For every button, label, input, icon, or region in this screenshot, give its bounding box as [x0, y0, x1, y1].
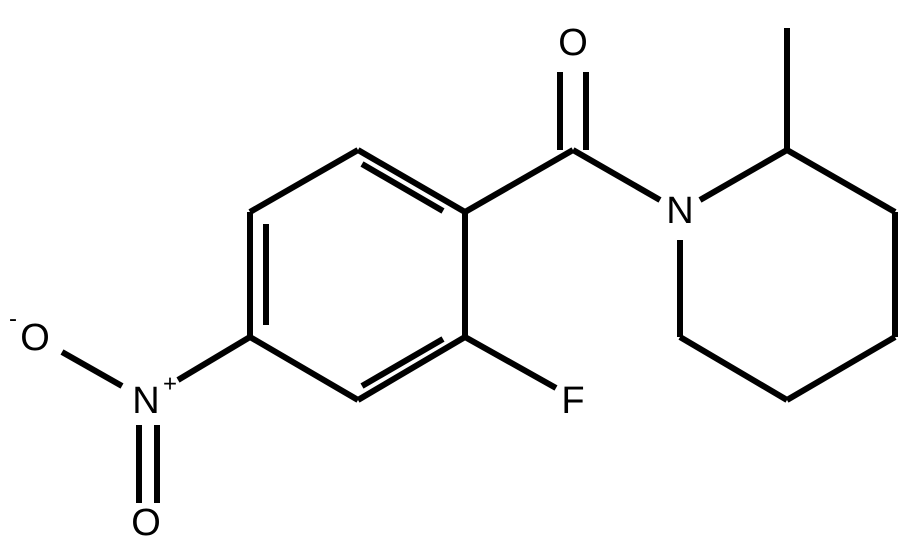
- bond-carbonyl-to-ring: [463, 147, 575, 215]
- bond-ring-inner-1: [360, 161, 445, 214]
- atom-label-ring-nitrogen: N: [666, 190, 693, 232]
- bond-pip-c4-c5: [785, 334, 897, 403]
- bond-pip-c2-c3: [785, 147, 897, 215]
- bond-carbonyl-to-n: [571, 147, 662, 203]
- atom-label-nitro-oxygen-bottom: O: [131, 502, 161, 544]
- charge-label-nitro-plus: +: [163, 370, 177, 397]
- bond-c-f: [463, 334, 558, 391]
- bond-pip-c5-c6: [678, 334, 789, 403]
- bond-ring-4: [248, 334, 360, 403]
- atom-label-nitro-oxygen-top: O: [20, 317, 50, 359]
- atom-label-fluorine: F: [561, 380, 584, 422]
- bond-ring-2: [248, 147, 360, 215]
- bond-ring-inner-3: [360, 336, 445, 389]
- bond-nitro-o-single: [60, 349, 124, 389]
- bond-c-nitro: [176, 334, 252, 383]
- bond-ring-5: [356, 334, 467, 403]
- atom-label-nitro-nitrogen: N: [132, 380, 159, 422]
- charge-label-nitro-minus: -: [9, 305, 17, 332]
- bond-ring-1: [356, 147, 467, 215]
- atom-label-carbonyl-oxygen: O: [558, 22, 588, 64]
- bond-pip-n-c2: [698, 147, 789, 203]
